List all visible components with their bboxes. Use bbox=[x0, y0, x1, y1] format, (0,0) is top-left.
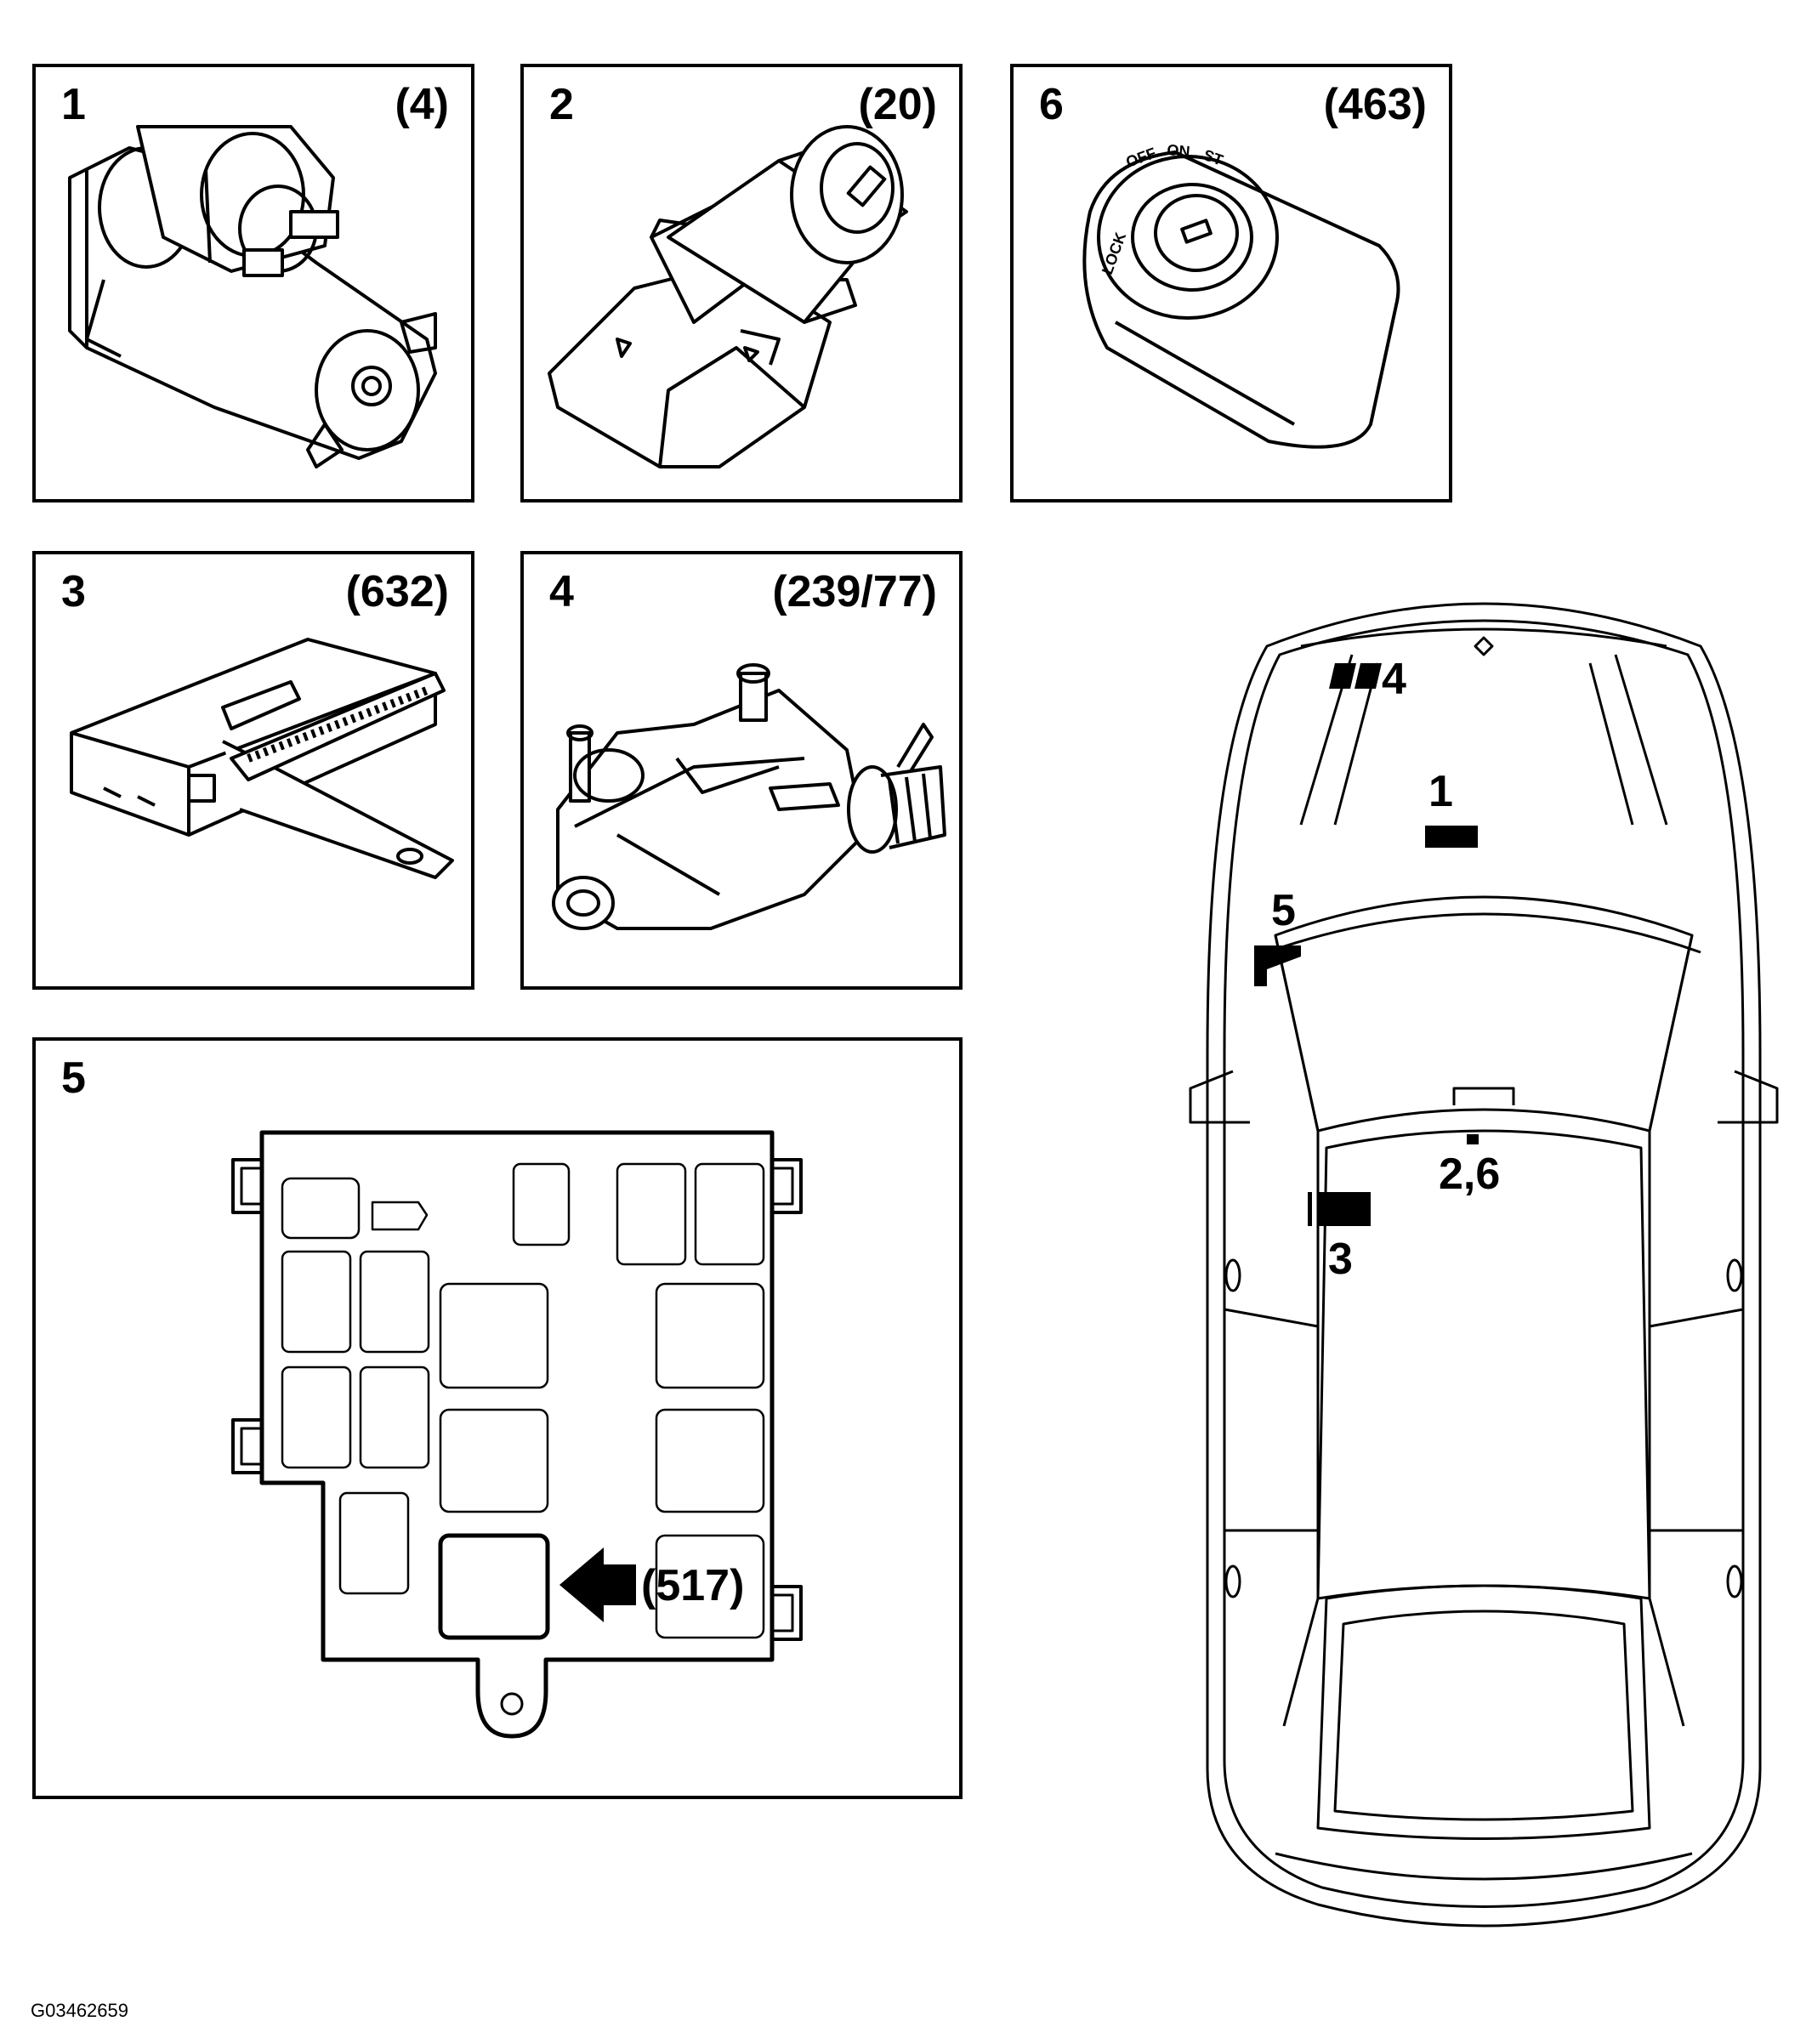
panel-number: 3 bbox=[61, 567, 86, 616]
panel-number: 6 bbox=[1039, 80, 1064, 129]
panel-3-control-module: 3 (632) bbox=[32, 551, 474, 990]
panel-number: 2 bbox=[549, 80, 574, 129]
locator-label-2-6: 2,6 bbox=[1439, 1150, 1501, 1199]
panel-number: 4 bbox=[549, 567, 574, 616]
relay-code-label: (517) bbox=[641, 1561, 744, 1610]
vehicle-top-view-locator: 4 1 5 2,6 3 bbox=[1173, 578, 1794, 1947]
highlight-arrow bbox=[559, 1547, 636, 1622]
wiper-motor-illustration bbox=[552, 663, 946, 930]
car-outline bbox=[1189, 602, 1779, 1928]
component-code: (4) bbox=[395, 80, 449, 129]
panel-4-wiper-motor: 4 (239/77) bbox=[520, 551, 963, 990]
component-code: (463) bbox=[1323, 80, 1427, 129]
panel-6-ignition-lock: 6 (463) LOCK OFF ON ST bbox=[1010, 64, 1452, 502]
marker-4 bbox=[1329, 663, 1382, 689]
starter-motor-illustration bbox=[68, 125, 437, 468]
component-code: (20) bbox=[858, 80, 937, 129]
locator-label-1: 1 bbox=[1428, 767, 1453, 816]
marker-2-6 bbox=[1467, 1134, 1479, 1144]
locator-label-4: 4 bbox=[1382, 655, 1406, 704]
component-code: (632) bbox=[345, 567, 449, 616]
ignition-lock-illustration: LOCK OFF ON ST bbox=[1082, 141, 1400, 449]
marker-3 bbox=[1318, 1192, 1371, 1226]
component-code: (239/77) bbox=[772, 567, 937, 616]
fuse-box-illustration: (517) bbox=[231, 1130, 803, 1739]
on-position-label: ON bbox=[1167, 141, 1191, 160]
control-module-illustration bbox=[70, 638, 454, 879]
ignition-switch-illustration bbox=[548, 125, 908, 468]
figure-id: G03462659 bbox=[31, 2000, 128, 2021]
panel-1-starter-motor: 1 (4) bbox=[32, 64, 474, 502]
locator-label-3: 3 bbox=[1328, 1235, 1353, 1284]
marker-1 bbox=[1425, 826, 1478, 848]
marker-5 bbox=[1254, 945, 1301, 986]
locator-label-5: 5 bbox=[1271, 886, 1296, 935]
panel-2-ignition-switch: 2 (20) bbox=[520, 64, 963, 502]
panel-5-fuse-relay-box: 5 bbox=[32, 1037, 963, 1799]
panel-number: 5 bbox=[61, 1053, 86, 1103]
panel-number: 1 bbox=[61, 80, 86, 129]
